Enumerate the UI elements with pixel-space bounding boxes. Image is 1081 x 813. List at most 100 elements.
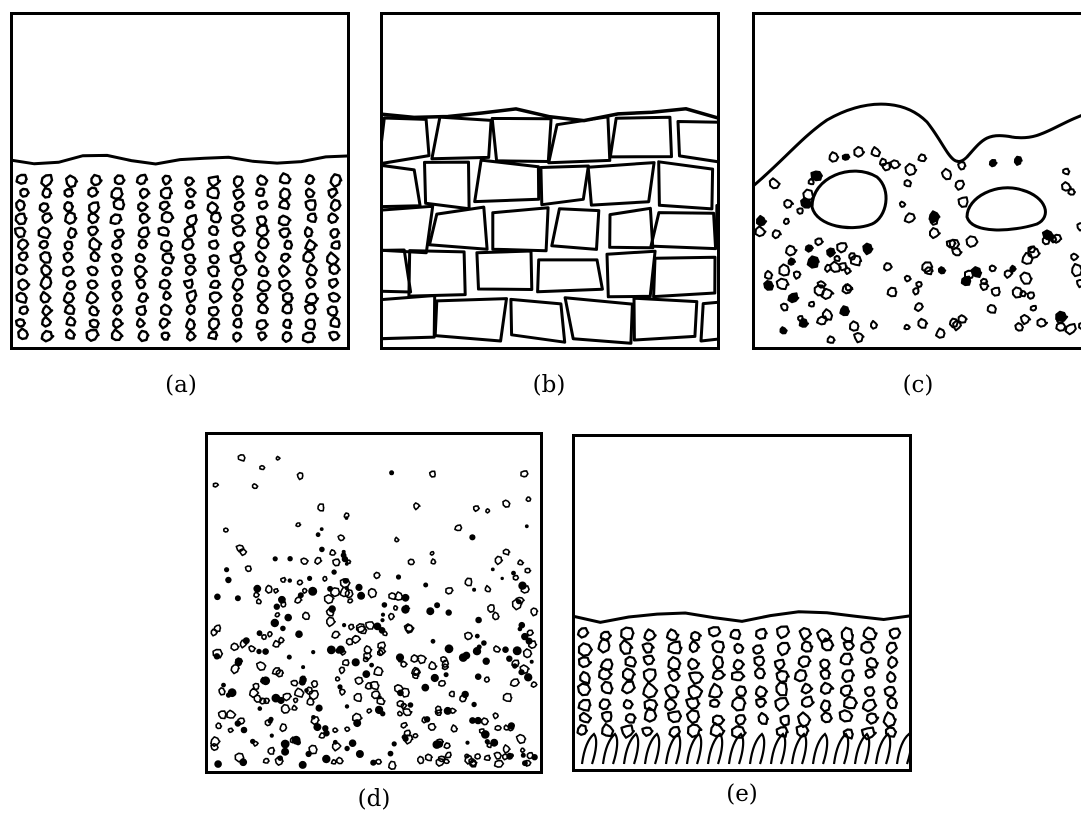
bubble (1072, 264, 1081, 276)
bubble (316, 705, 323, 712)
bubble (235, 242, 244, 252)
bubble (710, 700, 719, 707)
bubble (235, 753, 243, 762)
bubble (279, 216, 291, 225)
bubble (736, 686, 746, 696)
bubble (257, 630, 263, 636)
bubble (380, 711, 385, 716)
bubble (1056, 312, 1067, 321)
bubble (602, 712, 611, 722)
bubble (243, 637, 250, 644)
bubble (753, 645, 763, 653)
bubble (644, 656, 655, 665)
bubble (1022, 253, 1032, 264)
bubble (291, 681, 298, 686)
bubble (163, 176, 171, 185)
bubble (337, 646, 345, 654)
bubble (864, 628, 877, 640)
bubble (524, 649, 532, 658)
bubble (304, 688, 309, 693)
bubble (185, 226, 195, 237)
bubble (257, 217, 266, 226)
bubble (354, 694, 361, 702)
bubble (257, 320, 268, 329)
bubble (777, 671, 789, 682)
bubble (867, 658, 878, 667)
bubble (844, 697, 857, 708)
bubble (356, 750, 364, 758)
bubble (258, 281, 270, 291)
bubble (841, 686, 852, 696)
bubble (841, 654, 853, 665)
elongated-bubble (897, 734, 911, 764)
bubble (626, 657, 636, 667)
bubble (395, 592, 403, 600)
bubble (936, 328, 945, 337)
bubble (431, 559, 436, 564)
bubble (135, 266, 147, 278)
bubble (465, 632, 473, 639)
bubble (781, 327, 787, 333)
bubble (234, 177, 243, 188)
bubble (257, 662, 266, 670)
bubble (209, 176, 220, 186)
bubble (210, 255, 219, 263)
bubble (854, 333, 864, 342)
bubble (913, 288, 918, 294)
bubble (394, 606, 398, 610)
polyhedral-cell (380, 118, 429, 164)
bubble (114, 199, 124, 209)
bubble (891, 160, 901, 168)
bubble (115, 176, 125, 184)
bubble (257, 599, 262, 604)
bubble (39, 227, 51, 238)
bubble (138, 203, 147, 211)
panel-b-drawing (380, 12, 720, 350)
bubble (299, 761, 307, 769)
bubble (668, 642, 681, 654)
bubble (88, 267, 98, 275)
bubble (756, 686, 767, 697)
bubble (16, 200, 24, 211)
bubble (688, 659, 699, 670)
bubble (754, 657, 764, 666)
polyhedral-cell (678, 122, 720, 163)
bubble (214, 760, 222, 768)
bubble (959, 197, 968, 207)
bubble (939, 267, 945, 273)
bubble (280, 626, 286, 632)
bubble (396, 653, 404, 661)
bubble (348, 599, 353, 603)
bubble (736, 715, 746, 725)
bubble (887, 643, 897, 654)
bubble (469, 534, 475, 540)
bubble (626, 714, 636, 722)
bubble (516, 599, 521, 604)
bubble (513, 576, 518, 580)
bubble (843, 285, 853, 294)
bubble (988, 305, 996, 313)
bubble (795, 670, 807, 681)
bubble (340, 689, 346, 695)
caption-b: (b) (509, 371, 589, 399)
bubble (958, 162, 965, 169)
bubble (345, 727, 350, 731)
polyhedral-cell (659, 162, 713, 209)
bubble (260, 466, 265, 470)
elongated-bubble (708, 734, 722, 764)
bubble (942, 169, 951, 179)
bubble (285, 241, 292, 249)
bubble (284, 614, 292, 622)
bubble (1071, 254, 1078, 261)
bubble (709, 627, 720, 636)
bubble (90, 320, 99, 328)
bubble (162, 212, 173, 222)
bubble (1056, 323, 1065, 331)
bubble (283, 332, 292, 342)
bubble (187, 291, 196, 303)
polyhedral-cell (716, 206, 720, 245)
bubble (281, 254, 290, 262)
bubble (329, 279, 338, 288)
bubble (786, 246, 797, 256)
bubble (383, 631, 387, 635)
